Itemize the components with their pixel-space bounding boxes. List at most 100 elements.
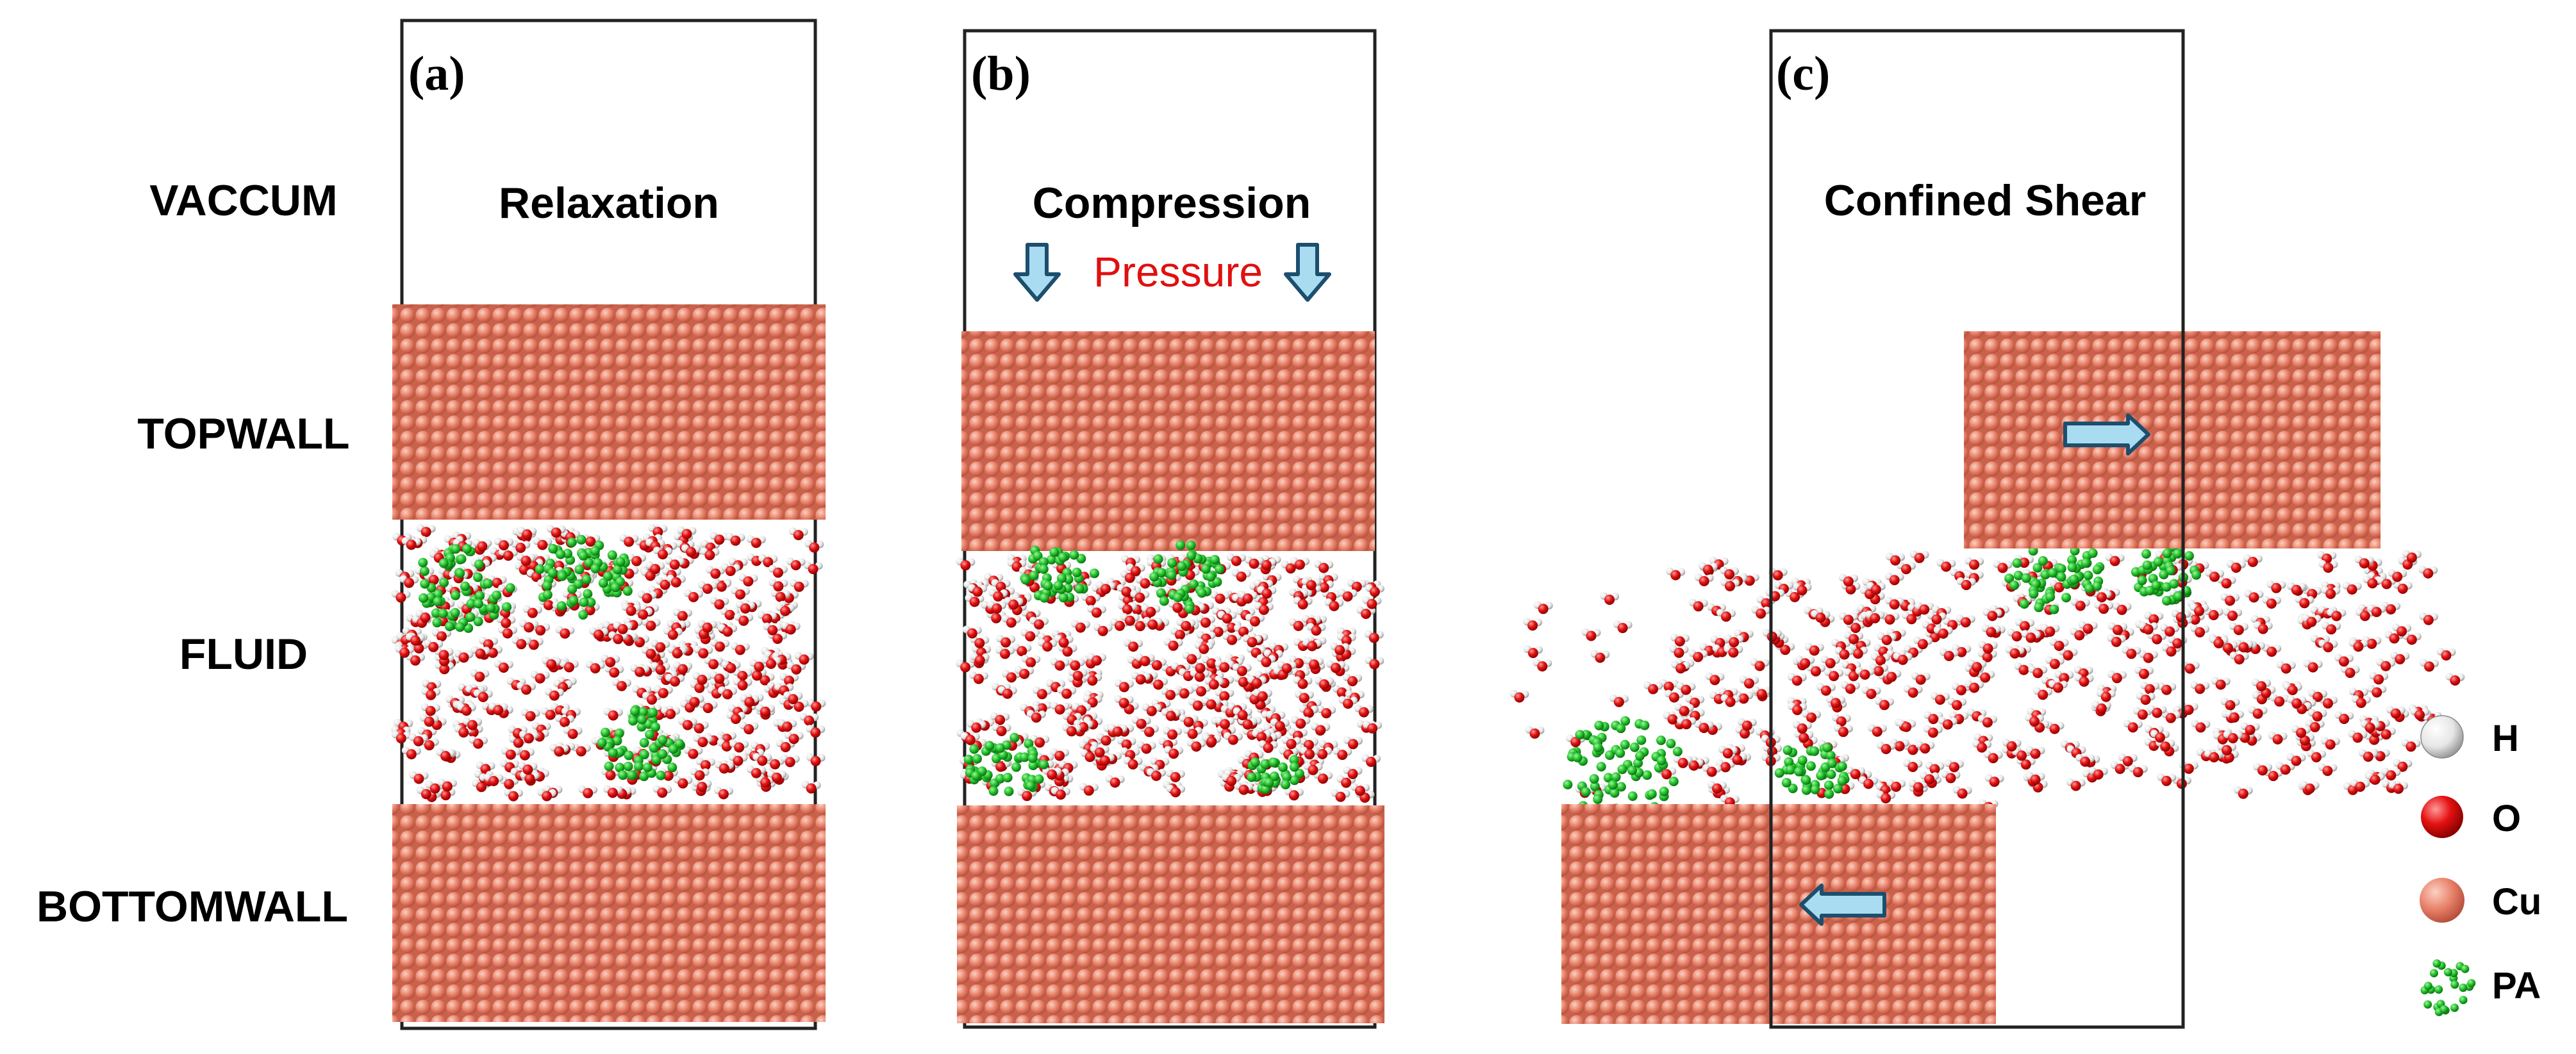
row-label-bottomwall: BOTTOMWALL <box>37 882 348 931</box>
oxygen-atom <box>658 549 668 560</box>
oxygen-atom <box>458 652 469 663</box>
pa-atom <box>2083 570 2093 581</box>
oxygen-atom <box>1055 789 1066 800</box>
oxygen-atom <box>1031 712 1042 723</box>
pa-atom <box>1053 581 1063 591</box>
oxygen-atom <box>531 572 542 582</box>
oxygen-atom <box>1285 563 1296 574</box>
oxygen-atom <box>1054 750 1065 761</box>
oxygen-atom <box>1369 659 1380 670</box>
legend-label-pa: PA <box>2492 965 2541 1007</box>
panel-a-letter: (a) <box>408 47 465 101</box>
pa-atom <box>1788 784 1798 793</box>
pa-atom <box>2040 570 2050 580</box>
pa-atom <box>2067 555 2077 565</box>
oxygen-atom <box>1019 668 1030 679</box>
oxygen-atom <box>635 666 645 677</box>
oxygen-atom <box>1261 588 1272 599</box>
oxygen-atom <box>2266 598 2277 609</box>
legend-item-pa: PA <box>2420 959 2541 1016</box>
oxygen-atom <box>2366 638 2377 649</box>
oxygen-atom <box>2140 695 2151 705</box>
oxygen-atom <box>1617 623 1628 634</box>
oxygen-atom <box>1220 719 1230 730</box>
oxygen-atom <box>1929 764 1940 775</box>
oxygen-atom <box>1872 726 1882 737</box>
oxygen-atom <box>551 527 561 538</box>
pa-atom <box>1627 765 1637 775</box>
pa-atom <box>615 747 625 757</box>
panel-c-bottom-wall <box>1561 804 1996 1024</box>
oxygen-atom <box>1076 705 1087 716</box>
oxygen-atom <box>493 705 504 716</box>
pa-atom <box>548 543 558 554</box>
oxygen-atom <box>1118 698 1129 709</box>
oxygen-atom <box>722 689 733 700</box>
oxygen-atom <box>763 557 774 568</box>
pa-atom <box>622 586 633 596</box>
pa-atom <box>1668 777 1679 787</box>
oxygen-atom <box>2271 582 2282 593</box>
oxygen-atom <box>1941 561 1952 572</box>
pa-atom <box>1635 751 1645 761</box>
pa-atom <box>418 557 428 568</box>
oxygen-atom <box>993 591 1004 602</box>
oxygen-atom <box>694 682 705 693</box>
oxygen-atom <box>657 787 668 798</box>
pa-atom <box>2153 557 2163 567</box>
oxygen-atom <box>719 763 729 774</box>
legend-item-o: O <box>2421 796 2521 839</box>
oxygen-atom <box>1201 617 1211 628</box>
oxygen-atom <box>428 575 439 585</box>
oxygen-atom <box>1247 637 1258 648</box>
oxygen-atom <box>697 782 708 793</box>
oxygen-atom <box>520 556 531 566</box>
oxygen-atom <box>2325 739 2336 750</box>
pa-atom <box>1589 774 1599 784</box>
pa-atom <box>1186 550 1196 561</box>
oxygen-atom <box>2019 557 2030 568</box>
oxygen-atom <box>420 612 431 623</box>
pa-atom <box>1029 570 1039 581</box>
oxygen-atom <box>1183 716 1194 727</box>
oxygen-atom <box>1342 591 1353 602</box>
oxygen-atom <box>757 755 768 766</box>
oxygen-atom <box>1054 660 1065 671</box>
pa-atom <box>1647 789 1657 799</box>
oxygen-atom <box>1341 635 1352 646</box>
oxygen-atom <box>2389 633 2400 644</box>
oxygen-atom <box>2030 748 2041 759</box>
pa-atom <box>597 737 607 748</box>
pa-atom <box>656 770 666 780</box>
oxygen-atom <box>440 751 451 761</box>
oxygen-atom <box>725 566 736 577</box>
pa-atom <box>2084 583 2095 593</box>
pa-atom <box>1809 746 1820 756</box>
oxygen-atom <box>1308 764 1318 775</box>
oxygen-atom <box>677 611 688 622</box>
oxygen-atom <box>808 564 819 575</box>
oxygen-atom <box>473 738 483 749</box>
oxygen-atom <box>1915 674 1926 685</box>
oxygen-atom <box>1075 622 1086 633</box>
oxygen-atom <box>1062 646 1073 657</box>
oxygen-atom <box>731 714 741 724</box>
pa-atom <box>2049 604 2059 614</box>
oxygen-atom <box>702 622 713 633</box>
oxygen-atom <box>503 550 513 561</box>
oxygen-atom <box>2221 578 2232 589</box>
oxygen-atom <box>754 661 765 672</box>
legend-item-h: H <box>2420 715 2519 759</box>
oxygen-atom <box>992 603 1002 614</box>
oxygen-atom <box>2355 781 2366 792</box>
pa-atom <box>451 544 461 554</box>
oxygen-atom <box>2137 709 2148 720</box>
oxygen-atom <box>1890 555 1900 566</box>
pa-atom <box>2423 982 2432 991</box>
oxygen-atom <box>663 770 674 781</box>
oxygen-atom <box>2291 698 2302 709</box>
row-label-vacuum: VACCUM <box>149 176 337 225</box>
oxygen-atom <box>1791 675 1802 686</box>
pa-atom <box>601 727 610 737</box>
pressure-label: Pressure <box>1093 248 1263 295</box>
